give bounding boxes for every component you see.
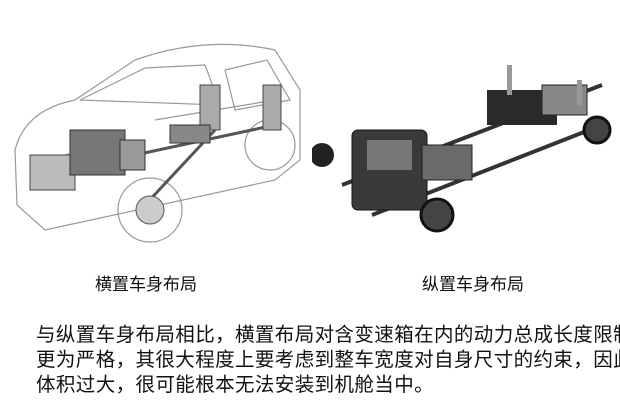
- caption-longitudinal-layout: 纵置车身布局: [422, 275, 524, 295]
- paragraph-line: 与纵置车身布局相比，横置布局对含变速箱在内的动力总成长度限制: [36, 323, 620, 346]
- paragraph-line: 体积过大，很可能根本无法安装到机舱当中。: [36, 373, 435, 396]
- caption-transverse-layout: 横置车身布局: [95, 275, 197, 295]
- transverse-layout-car-illustration: [14, 43, 301, 243]
- paragraph-line: 更为严格，其很大程度上要考虑到整车宽度对自身尺寸的约束，因此: [36, 348, 620, 371]
- description-paragraph: 与纵置车身布局相比，横置布局对含变速箱在内的动力总成长度限制 更为严格，其很大程…: [36, 322, 620, 397]
- longitudinal-chassis-illustration: [312, 65, 612, 233]
